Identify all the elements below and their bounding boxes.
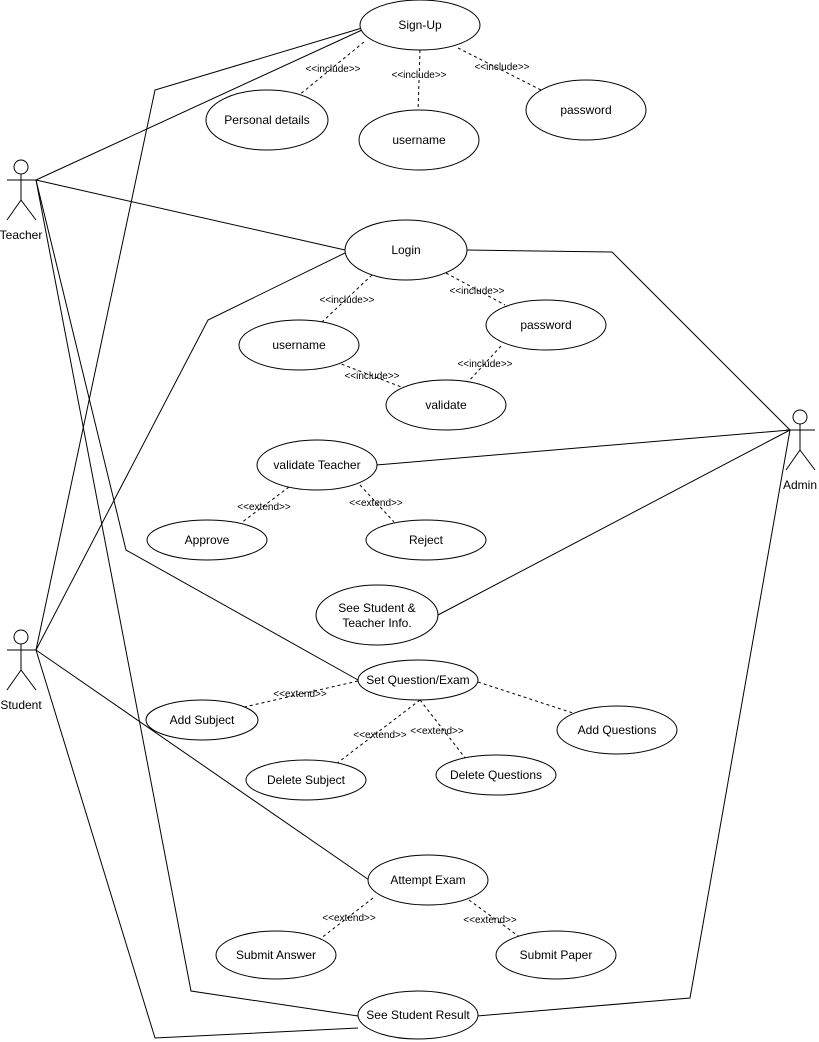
use-case-attempt-exam[interactable]: Attempt Exam — [367, 854, 489, 906]
use-case-label: Teacher Info. — [342, 616, 411, 630]
actor-label: Admin — [783, 478, 817, 492]
admin-see-result-line — [476, 429, 791, 1017]
stick-figure-icon — [785, 409, 816, 471]
actor-admin[interactable]: Admin — [783, 409, 817, 492]
include-label: <<include>> — [474, 62, 529, 73]
teacher-see-result-line — [35, 179, 359, 1017]
attempt-submit-answer-dep — [319, 897, 374, 940]
use-case-label: Delete Questions — [450, 768, 542, 782]
include-label: <<include>> — [344, 371, 399, 382]
actor-label: Teacher — [0, 228, 42, 242]
use-case-login-password[interactable]: password — [485, 299, 607, 351]
extend-label: <<extend>> — [322, 913, 376, 924]
include-label: <<include>> — [457, 359, 512, 370]
validate-teacher-approve-dep — [240, 486, 290, 524]
use-case-label: Add Questions — [578, 723, 657, 737]
use-case-see-student-teacher-info[interactable]: See Student & Teacher Info. — [315, 584, 439, 646]
use-case-label: validate — [425, 398, 467, 412]
teacher-set-question-line — [35, 179, 359, 681]
use-case-label: password — [520, 318, 571, 332]
set-question-delete-questions-dep — [419, 699, 467, 760]
use-case-label: See Student & — [338, 601, 415, 615]
use-case-approve[interactable]: Approve — [146, 519, 268, 561]
signup-username-dep — [417, 49, 421, 113]
use-case-label: Delete Subject — [267, 773, 346, 787]
use-case-personal-details[interactable]: Personal details — [205, 89, 329, 151]
actor-student[interactable]: Student — [0, 629, 42, 712]
use-case-sign-up[interactable]: Sign-Up — [359, 0, 481, 51]
include-label: <<include>> — [305, 64, 360, 75]
use-case-label: Sign-Up — [398, 18, 442, 32]
use-case-validate-teacher[interactable]: validate Teacher — [256, 439, 378, 491]
use-case-label: Login — [391, 243, 420, 257]
admin-login-line — [466, 249, 791, 431]
use-case-signup-username[interactable]: username — [358, 109, 480, 171]
use-case-label: Submit Answer — [236, 948, 316, 962]
use-case-submit-paper[interactable]: Submit Paper — [495, 930, 617, 980]
login-password-dep — [445, 272, 506, 306]
signup-password-dep — [457, 47, 546, 93]
attempt-submit-paper-dep — [468, 899, 522, 939]
use-case-submit-answer[interactable]: Submit Answer — [215, 930, 337, 980]
student-attempt-exam-line — [35, 649, 373, 883]
associations — [35, 27, 791, 1039]
relation-labels: <<include>> <<include>> <<include>> <<in… — [237, 62, 529, 926]
set-question-add-subject-dep — [239, 680, 359, 709]
use-case-label: Reject — [409, 533, 444, 547]
teacher-signup-line — [35, 29, 363, 181]
student-signup-line — [35, 27, 363, 651]
use-case-login-username[interactable]: username — [238, 319, 360, 371]
use-case-add-subject[interactable]: Add Subject — [145, 699, 259, 741]
extend-label: <<extend>> — [349, 498, 403, 509]
use-case-label: Submit Paper — [520, 948, 593, 962]
student-login-line — [35, 251, 348, 651]
use-case-login[interactable]: Login — [344, 219, 468, 281]
extend-label: <<extend>> — [353, 730, 407, 741]
extend-label: <<extend>> — [463, 915, 517, 926]
include-label: <<include>> — [391, 70, 446, 81]
use-case-set-question-exam[interactable]: Set Question/Exam — [357, 659, 479, 701]
student-see-result-line — [35, 649, 359, 1039]
stick-figure-icon — [6, 159, 37, 221]
set-question-add-questions-dep — [477, 681, 577, 715]
use-case-label: username — [272, 338, 326, 352]
actor-label: Student — [0, 698, 42, 712]
include-label: <<include>> — [449, 286, 504, 297]
use-case-delete-questions[interactable]: Delete Questions — [435, 754, 557, 796]
teacher-login-line — [35, 179, 346, 251]
use-case-add-questions[interactable]: Add Questions — [556, 705, 678, 755]
use-case-label: Approve — [185, 533, 230, 547]
use-case-reject[interactable]: Reject — [365, 519, 487, 561]
extend-label: <<extend>> — [273, 689, 327, 700]
use-case-delete-subject[interactable]: Delete Subject — [245, 759, 367, 801]
use-case-label: Add Subject — [170, 713, 235, 727]
use-case-validate[interactable]: validate — [385, 379, 507, 431]
use-case-label: Personal details — [224, 113, 309, 127]
use-case-see-student-result[interactable]: See Student Result — [357, 990, 479, 1040]
extend-label: <<extend>> — [237, 502, 291, 513]
use-case-label: Attempt Exam — [390, 873, 465, 887]
stick-figure-icon — [6, 629, 37, 691]
use-case-label: username — [392, 133, 446, 147]
use-case-signup-password[interactable]: password — [525, 79, 647, 141]
extend-label: <<extend>> — [410, 726, 464, 737]
validate-teacher-reject-dep — [359, 484, 395, 523]
include-label: <<include>> — [319, 295, 374, 306]
actor-teacher[interactable]: Teacher — [0, 159, 42, 242]
use-case-label: validate Teacher — [273, 458, 360, 472]
admin-see-info-line — [437, 429, 791, 616]
username-validate-dep — [335, 361, 405, 389]
dependencies — [239, 41, 577, 940]
password-validate-dep — [466, 345, 502, 384]
use-case-label: password — [560, 103, 611, 117]
use-case-label: See Student Result — [366, 1008, 470, 1022]
use-case-label: Set Question/Exam — [366, 673, 469, 687]
signup-personal-dep — [297, 41, 365, 97]
admin-validate-teacher-line — [375, 429, 791, 466]
